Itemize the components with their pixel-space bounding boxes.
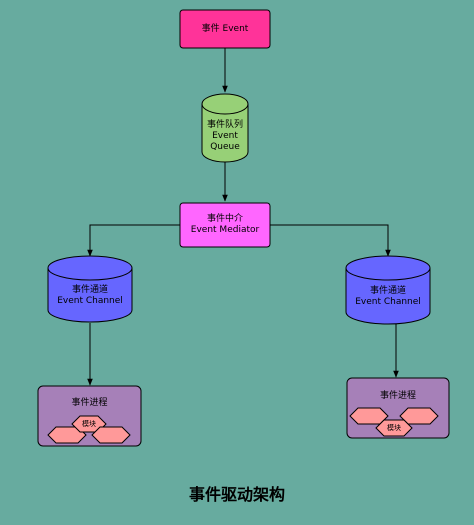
event-mediator-node <box>179 202 271 248</box>
module-hexagon-left-1 <box>47 426 87 444</box>
event-node <box>179 9 271 49</box>
module-hexagon-right-1 <box>349 407 389 425</box>
diagram-title: 事件驱动架构 <box>188 485 285 504</box>
module-hexagon-left-2 <box>71 415 107 433</box>
module-hexagon-right-3 <box>375 419 413 437</box>
event-channel-right-node <box>345 255 431 325</box>
edge-mediator-to-left-channel <box>87 224 180 257</box>
module-hexagon-left-3 <box>91 426 131 444</box>
event-channel-left-node <box>47 255 133 323</box>
event-queue-node <box>201 93 249 163</box>
edge-mediator-to-right-channel <box>270 224 391 257</box>
